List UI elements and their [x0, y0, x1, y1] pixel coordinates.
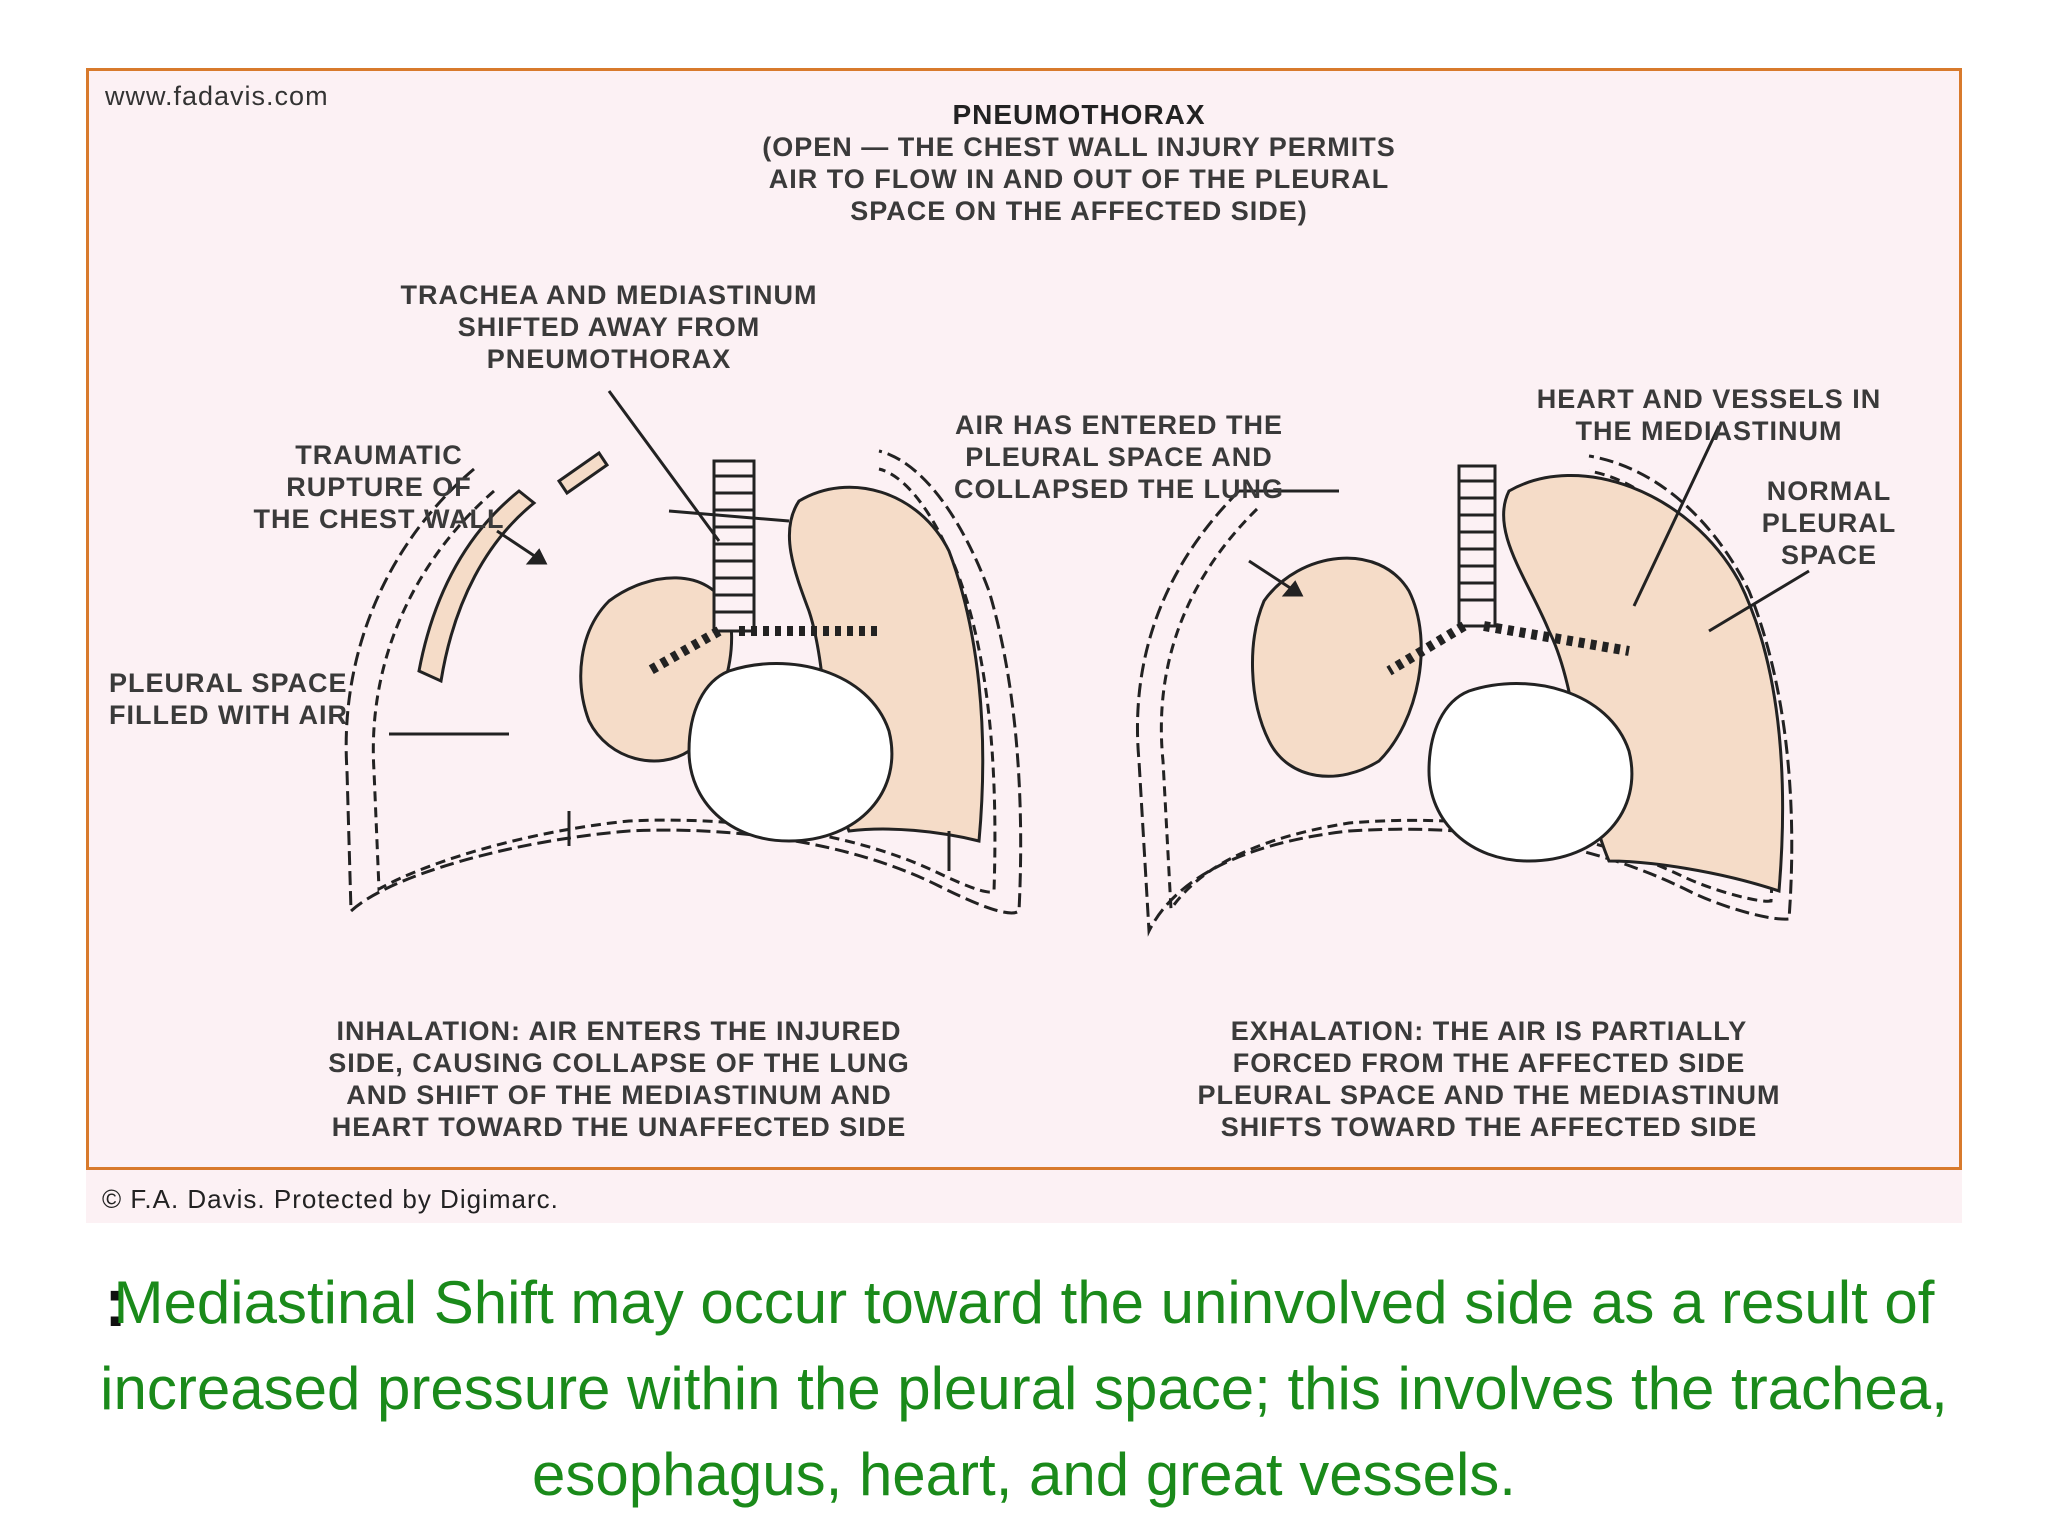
- caption-exhalation: EXHALATION: THE AIR IS PARTIALLY FORCED …: [1197, 1016, 1781, 1142]
- right-chest-wall: [1135, 454, 1794, 937]
- left-air-pointer: [668, 509, 790, 523]
- label-pleural-air: PLEURAL SPACE FILLED WITH AIR: [109, 668, 348, 730]
- right-normal-pointer: [1708, 569, 1810, 633]
- label-trachea-shift: TRACHEA AND MEDIASTINUM SHIFTED AWAY FRO…: [400, 280, 818, 374]
- left-chest-wall-inner: [371, 467, 997, 894]
- left-chest-diagram: [344, 390, 1023, 915]
- left-chest-wall: [344, 449, 1023, 915]
- slide-caption: Mediastinal Shift may occur toward the u…: [100, 1269, 1948, 1508]
- pneumothorax-figure: www.fadavis.com PNEUMOTHORAX (OPEN — THE…: [86, 68, 1962, 1223]
- right-heart-pointer: [1632, 425, 1721, 607]
- caption-bullet: :: [104, 1263, 128, 1341]
- figure-frame: www.fadavis.com PNEUMOTHORAX (OPEN — THE…: [86, 68, 1962, 1170]
- left-heart: [687, 662, 894, 843]
- copyright-notice: © F.A. Davis. Protected by Digimarc.: [102, 1184, 559, 1214]
- label-normal-pleural: NORMAL PLEURAL SPACE: [1761, 476, 1897, 570]
- left-rib-band: [417, 489, 537, 684]
- left-rib-fragment: [556, 450, 610, 496]
- figure-subtitle: (OPEN — THE CHEST WALL INJURY PERMITS AI…: [762, 132, 1396, 226]
- right-trachea: [1386, 464, 1630, 676]
- label-traumatic-rupture: TRAUMATIC RUPTURE OF THE CHEST WALL: [253, 440, 505, 534]
- source-url: www.fadavis.com: [105, 81, 329, 111]
- right-chest-diagram: [1135, 425, 1810, 937]
- caption-inhalation: INHALATION: AIR ENTERS THE INJURED SIDE,…: [328, 1016, 910, 1142]
- right-large-lung: [1502, 474, 1785, 894]
- left-trachea: [646, 459, 879, 676]
- right-small-lung: [1251, 556, 1423, 778]
- right-heart: [1427, 682, 1634, 863]
- figure-title: PNEUMOTHORAX: [952, 99, 1206, 130]
- lung-diagram: [344, 390, 1810, 937]
- label-air-entered: AIR HAS ENTERED THE PLEURAL SPACE AND CO…: [953, 410, 1284, 504]
- left-trachea-pointer: [607, 390, 721, 542]
- label-heart-vessels: HEART AND VESSELS IN THE MEDIASTINUM: [1536, 384, 1882, 446]
